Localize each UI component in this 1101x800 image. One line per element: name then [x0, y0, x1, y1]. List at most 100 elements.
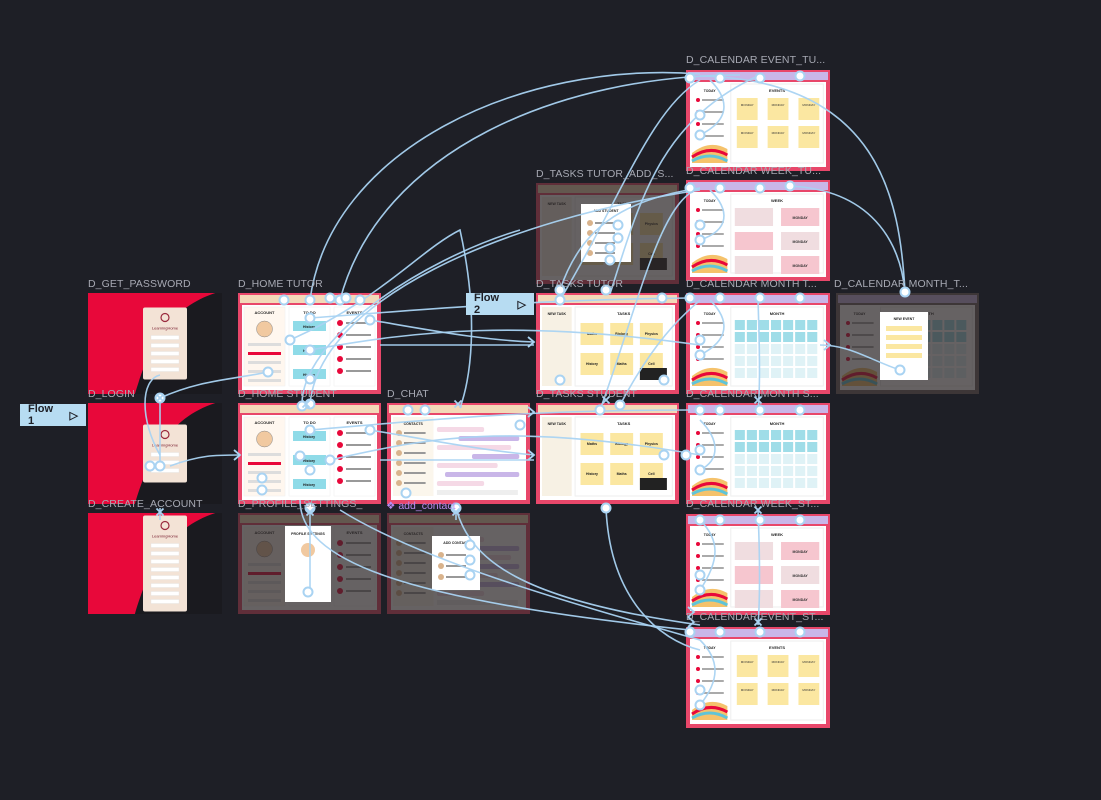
today-line: [702, 444, 724, 446]
event-line: [346, 542, 371, 544]
frame-label-calendar-month-tutor[interactable]: D_CALENDAR MONTH T...: [686, 278, 817, 290]
frame-chat[interactable]: CONTACTS: [387, 403, 530, 504]
frame-label-profile-settings[interactable]: D_PROFILE_SETTINGS_: [238, 498, 363, 510]
play-icon[interactable]: ▷: [517, 298, 526, 311]
frame-label-calendar-month-add[interactable]: D_CALENDAR MONTH_T...: [834, 278, 968, 290]
today-line: [702, 656, 724, 658]
frame-label-login[interactable]: D_LOGIN: [88, 388, 135, 400]
prototype-connection-wire: [609, 74, 761, 295]
event-dot: [337, 332, 343, 338]
week-title: WEEK: [771, 198, 783, 203]
connection-hotspot-dot: [694, 404, 706, 416]
new-event-title: NEW EVENT: [894, 317, 916, 321]
event-line: [346, 590, 371, 592]
contact-avatar: [396, 440, 402, 446]
week-day-card: [734, 256, 774, 274]
frame-login[interactable]: LearningHome: [88, 403, 222, 504]
app-header-bar: [688, 629, 828, 637]
frame-label-home-tutor[interactable]: D_HOME TUTOR: [238, 278, 323, 290]
month-day-cell: [932, 368, 943, 378]
connection-hotspot-dot: [554, 294, 566, 306]
today-line: [702, 135, 724, 137]
flow-2-start-tag[interactable]: Flow 2 ▷: [466, 292, 534, 316]
new-event-field: [886, 326, 922, 331]
prototype-connection-wire: [699, 79, 725, 136]
frame-border: [238, 513, 381, 614]
rainbow-stripe: [691, 259, 729, 269]
month-title: MONTH: [770, 311, 785, 316]
connection-hotspot-dot: [302, 586, 314, 598]
add-student-title: ADD STUDENT: [593, 209, 619, 213]
month-day-cell: [795, 320, 806, 330]
month-day-cell: [908, 368, 919, 378]
component-add-contact-label[interactable]: ❖ add_contact: [386, 500, 456, 512]
task-sticky-note: [610, 463, 634, 485]
connection-hotspot-dot: [402, 404, 414, 416]
connection-hotspot-dot: [340, 292, 352, 304]
profile-line: [248, 563, 281, 566]
month-day-cell: [783, 466, 794, 476]
contact-avatar: [396, 470, 402, 476]
frame-label-calendar-event-tutor[interactable]: D_CALENDAR EVENT_TU...: [686, 54, 826, 66]
frame-border: [686, 293, 830, 394]
event-line: [346, 322, 371, 324]
play-icon[interactable]: ▷: [69, 409, 78, 422]
rainbow-stripe: [691, 154, 729, 163]
flow-1-start-tag[interactable]: Flow 1 ▷: [20, 403, 86, 427]
today-line: [702, 233, 724, 235]
frame-get-password[interactable]: LearningHome: [88, 293, 222, 394]
frame-label-calendar-week-student[interactable]: D_CALENDAR WEEK_ST...: [686, 498, 820, 510]
column-title: TO DO: [303, 310, 316, 315]
today-title: TODAY: [704, 199, 717, 203]
month-day-cell: [884, 356, 895, 366]
month-day-cell: [932, 332, 943, 342]
frame-label-create-account[interactable]: D_CREATE_ACCOUNT: [88, 498, 203, 510]
connection-hotspot-dot: [694, 584, 706, 596]
today-dot: [696, 455, 700, 459]
task-sticky-note: [610, 243, 634, 265]
frame-label-calendar-event-student[interactable]: D_CALENDAR EVENT_ST...: [686, 611, 824, 623]
app-body: [242, 415, 377, 500]
connection-endpoint-x: [453, 399, 463, 409]
today-line: [702, 468, 724, 470]
frame-border: [387, 403, 530, 504]
frame-label-tasks-tutor-add[interactable]: D_TASKS TUTOR_ADD_S...: [536, 168, 674, 180]
frame-label-tasks-tutor[interactable]: D_TASKS TUTOR: [536, 278, 624, 290]
frame-label-home-student[interactable]: D_HOME STUDENT: [238, 388, 337, 400]
frame-create-account[interactable]: LearningHome: [88, 513, 222, 614]
todo-card: [293, 589, 326, 599]
rainbow-decoration: [692, 254, 728, 273]
event-day: MONDAY: [741, 688, 754, 692]
contact-name: [404, 432, 426, 434]
prototype-connection-wire: [329, 435, 701, 461]
input-field: [150, 583, 180, 588]
task-subject: Physics: [645, 222, 658, 226]
frame-label-get-password[interactable]: D_GET_PASSWORD: [88, 278, 191, 290]
frame-label-tasks-student[interactable]: D_TASKS STUDENT: [536, 388, 638, 400]
connection-hotspot-dot: [594, 404, 606, 416]
month-day-cell: [758, 442, 770, 452]
frame-label-calendar-month-student[interactable]: D_CALENDAR MONTH S...: [686, 388, 819, 400]
event-sticky-note: [767, 98, 789, 120]
connection-hotspot-dot: [554, 374, 566, 386]
connection-hotspot-dot: [714, 182, 726, 194]
contact-name: [404, 582, 426, 584]
tasks-title: TASKS: [617, 311, 631, 316]
frame-label-chat[interactable]: D_CHAT: [387, 388, 429, 400]
frame-label-calendar-week-tutor[interactable]: D_CALENDAR WEEK_TU...: [686, 165, 822, 177]
